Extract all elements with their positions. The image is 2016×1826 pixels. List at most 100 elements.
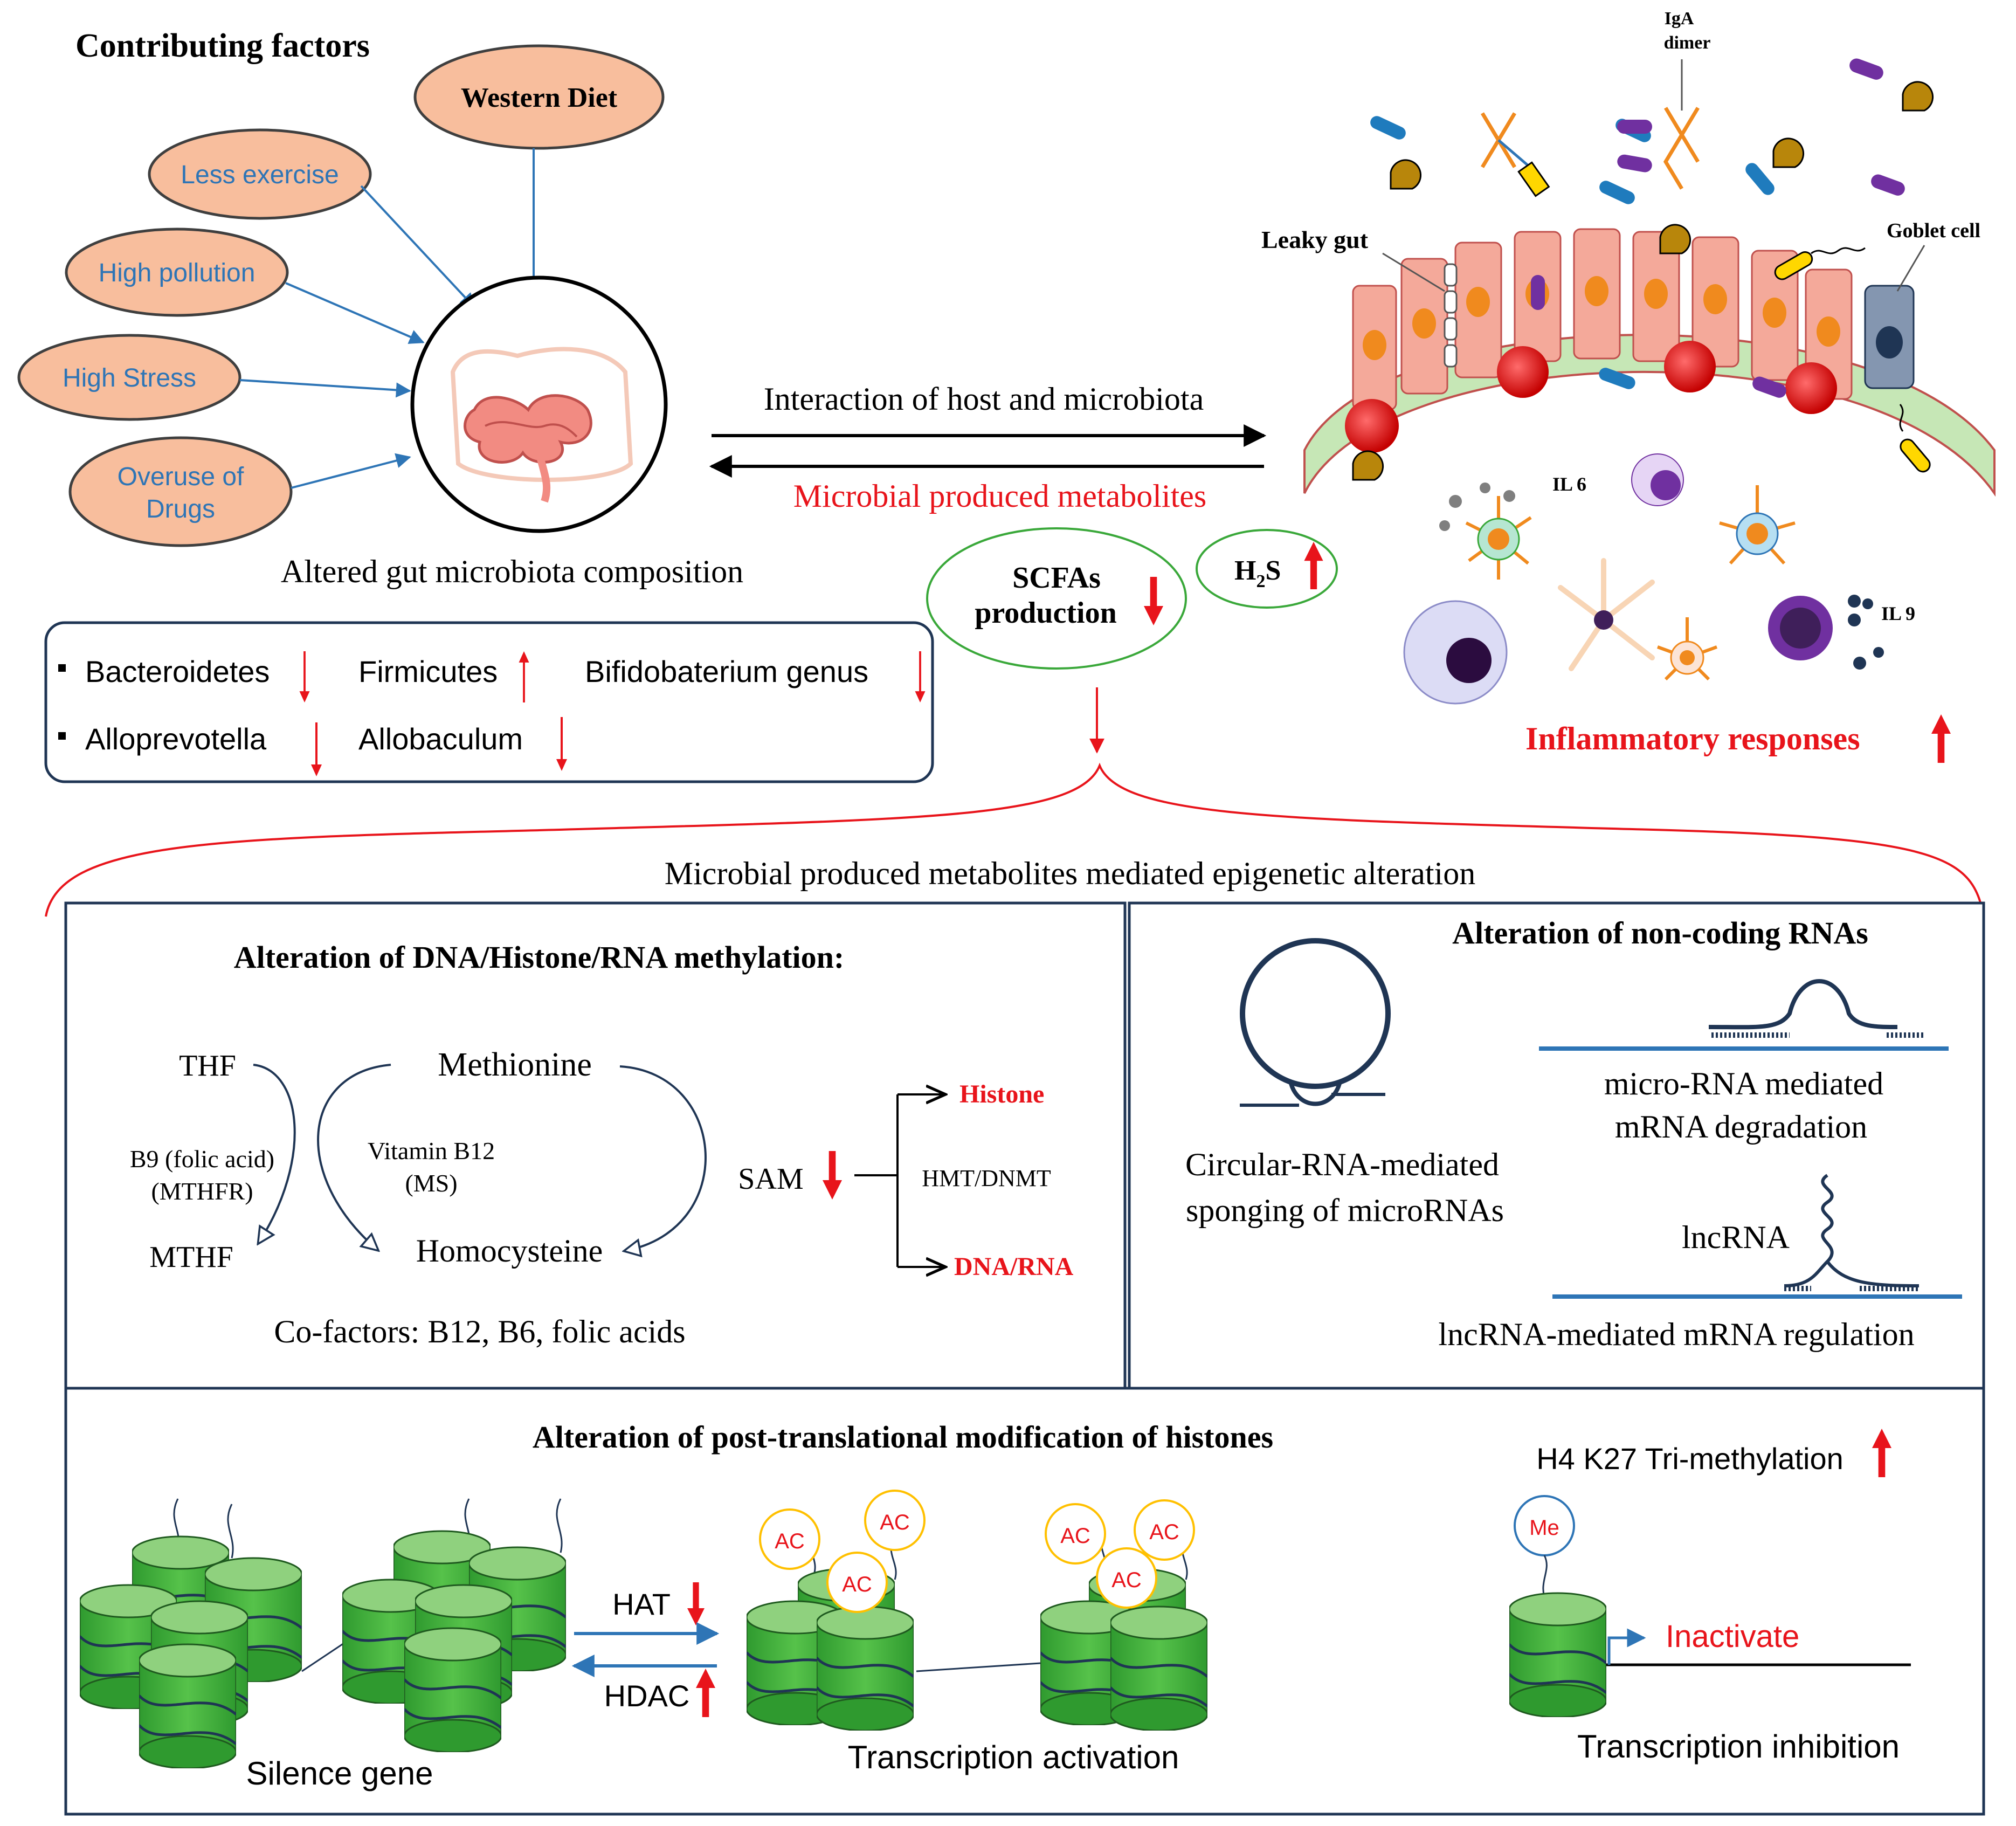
- up-arrow-icon: [1931, 714, 1951, 763]
- h2s-s: S: [1265, 555, 1281, 586]
- sam-label: SAM: [738, 1162, 803, 1196]
- mirna-diagram: [1539, 979, 1949, 1051]
- b12-line2: (MS): [405, 1169, 457, 1197]
- less-exercise-label: Less exercise: [181, 161, 339, 189]
- interaction-arrows: Interaction of host and microbiota Micro…: [709, 381, 1267, 514]
- overuse-line1: Overuse of: [118, 463, 244, 491]
- circular-rna: [1240, 938, 1391, 1107]
- nucleosome: [1509, 1593, 1606, 1717]
- bacteroidetes-label: Bacteroidetes: [85, 654, 270, 688]
- mthf-label: MTHF: [149, 1241, 233, 1274]
- mirna-line1: micro-RNA mediated: [1604, 1066, 1883, 1101]
- goblet-pointer: [1896, 245, 1925, 292]
- silence-gene-label: Silence gene: [246, 1755, 433, 1791]
- ac-groups-b: AC AC AC: [1045, 1499, 1195, 1609]
- epigenetic-brace: [45, 762, 1985, 917]
- folate-cycle-arrows: [253, 1064, 707, 1251]
- b12-line1: Vitamin B12: [368, 1137, 495, 1164]
- mirna-line2: mRNA degradation: [1615, 1109, 1867, 1145]
- activation-label: Transcription activation: [848, 1739, 1179, 1775]
- dna-rna-label: DNA/RNA: [954, 1252, 1074, 1281]
- nucleosome: [817, 1607, 914, 1731]
- hat-label: HAT: [612, 1587, 671, 1621]
- bullet-icon: [58, 732, 66, 740]
- factor-arrows: [239, 148, 541, 489]
- b9-line1: B9 (folic acid): [130, 1145, 274, 1173]
- h2s-h: H: [1234, 555, 1256, 586]
- inactivate-label: Inactivate: [1666, 1619, 1799, 1654]
- silenced-nucleosomes: [80, 1498, 566, 1768]
- gut-wall-illustration: IgA dimer Leaky gut Goblet cell: [1261, 9, 1996, 763]
- western-diet-label: Western Diet: [461, 82, 618, 113]
- h2s-sub: 2: [1256, 571, 1265, 591]
- high-pollution-label: High pollution: [99, 259, 256, 287]
- metabolites-label: Microbial produced metabolites: [793, 478, 1206, 514]
- ac-label: AC: [880, 1511, 910, 1534]
- high-pollution-oval: High pollution: [65, 228, 289, 317]
- scfa-line1: SCFAs: [1012, 561, 1101, 595]
- methylation-panel: Alteration of DNA/Histone/RNA methylatio…: [64, 901, 1127, 1390]
- arrow-drugs: [291, 453, 411, 489]
- hmt-dnmt-label: HMT/DNMT: [922, 1165, 1051, 1191]
- leaky-gut-pointer: [1382, 252, 1445, 292]
- h2s-oval: H2S: [1196, 529, 1338, 609]
- western-diet-oval: Western Diet: [413, 44, 665, 150]
- flagellated-bacteria: [1774, 247, 1931, 473]
- nucleosome: [139, 1644, 236, 1768]
- histone-label: Histone: [959, 1080, 1044, 1108]
- high-stress-oval: High Stress: [17, 334, 241, 421]
- iga-line2: dimer: [1664, 33, 1711, 53]
- ncrna-title: Alteration of non-coding RNAs: [1452, 915, 1868, 950]
- scfa-line2: production: [975, 596, 1116, 630]
- goblet-cell-label: Goblet cell: [1887, 219, 1980, 242]
- ncrna-panel: Alteration of non-coding RNAs Circular-R…: [1128, 901, 1985, 1390]
- lncrna-caption: lncRNA-mediated mRNA regulation: [1438, 1317, 1914, 1352]
- ac-label: AC: [1111, 1568, 1142, 1592]
- contributing-factors-panel: Contributing factors Western Diet Less e…: [17, 27, 743, 589]
- allobaculum-label: Allobaculum: [358, 722, 523, 756]
- il6-label: IL 6: [1552, 473, 1586, 495]
- ac-label: AC: [775, 1529, 805, 1553]
- red-blood-cells: [1345, 341, 1837, 453]
- firmicutes-label: Firmicutes: [358, 654, 498, 688]
- circ-line1: Circular-RNA-mediated: [1185, 1147, 1499, 1182]
- il9-label: IL 9: [1881, 603, 1915, 624]
- inhibition-label: Transcription inhibition: [1577, 1728, 1900, 1765]
- methionine-label: Methionine: [438, 1046, 592, 1083]
- thf-label: THF: [179, 1049, 236, 1083]
- overuse-line2: Drugs: [146, 495, 215, 523]
- ac-label: AC: [1149, 1520, 1179, 1544]
- gut-illustration: [410, 275, 668, 533]
- homocysteine-label: Homocysteine: [416, 1233, 603, 1269]
- gut-caption: Altered gut microbiota composition: [281, 554, 743, 589]
- bifidobacterium-label: Bifidobaterium genus: [585, 654, 868, 688]
- iga-line1: IgA: [1665, 9, 1694, 29]
- leaky-gut-junction: [1444, 263, 1458, 368]
- arrow-exercise: [360, 185, 475, 309]
- immune-cells: [1403, 453, 1884, 705]
- overuse-drugs-oval: Overuse of Drugs: [68, 436, 293, 547]
- nucleosome: [1110, 1607, 1207, 1731]
- lncrna-label: lncRNA: [1682, 1219, 1790, 1255]
- epigenetic-title: Microbial produced metabolites mediated …: [665, 856, 1475, 891]
- circ-line2: sponging of microRNAs: [1186, 1193, 1504, 1228]
- iga-dimer-right: [1663, 59, 1700, 190]
- me-label: Me: [1529, 1516, 1559, 1540]
- b9-line2: (MTHFR): [151, 1177, 253, 1205]
- scfa-oval: SCFAs production: [926, 527, 1187, 670]
- alloprevotella-label: Alloprevotella: [85, 722, 267, 756]
- methylation-title: Alteration of DNA/Histone/RNA methylatio…: [234, 940, 845, 975]
- h2s-label: H2S: [1234, 555, 1281, 591]
- high-stress-label: High Stress: [63, 364, 196, 392]
- goblet-cell-shape: [1864, 285, 1915, 389]
- h4k27-label: H4 K27 Tri-methylation: [1536, 1442, 1844, 1476]
- ac-label: AC: [842, 1573, 872, 1596]
- sam-branch: [854, 1094, 943, 1267]
- bullet-icon: [58, 664, 66, 672]
- arrow-pollution: [285, 282, 425, 344]
- ac-groups-a: AC AC AC: [759, 1490, 926, 1613]
- nucleosome: [404, 1628, 501, 1752]
- cofactors-label: Co-factors: B12, B6, folic acids: [274, 1314, 685, 1349]
- ac-label: AC: [1060, 1524, 1090, 1548]
